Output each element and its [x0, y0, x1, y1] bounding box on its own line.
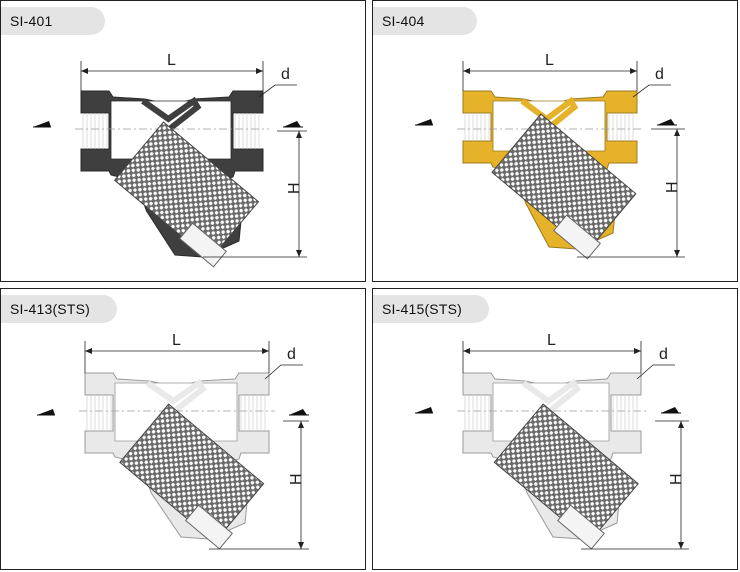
arrowhead-icon	[296, 250, 302, 257]
arrowhead-icon	[630, 68, 637, 74]
flow-arrow-icon	[657, 119, 675, 125]
arrowhead-icon	[81, 68, 88, 74]
arrowhead-icon	[298, 421, 304, 428]
model-tab: SI-401	[1, 7, 105, 35]
flow-arrow-icon	[33, 121, 51, 127]
model-tab: SI-404	[373, 7, 477, 35]
flow-arrow-icon	[415, 407, 433, 413]
flow-arrow-icon	[37, 409, 55, 415]
dim-label-h: H	[664, 181, 681, 193]
arrowhead-icon	[678, 542, 684, 549]
arrowhead-icon	[85, 348, 92, 354]
model-label: SI-413(STS)	[10, 301, 90, 317]
leader-d	[632, 84, 671, 98]
strainer-drawing: LdH	[37, 332, 309, 550]
arrowhead-icon	[298, 542, 304, 549]
dim-label-l: L	[172, 332, 181, 349]
arrowhead-icon	[674, 250, 680, 257]
arrowhead-icon	[256, 68, 263, 74]
model-tab: SI-415(STS)	[373, 295, 489, 323]
leader-d	[258, 84, 297, 98]
flow-arrow-icon	[283, 121, 301, 127]
dim-label-h: H	[286, 182, 303, 194]
dim-label-d: d	[281, 66, 290, 83]
model-label: SI-401	[10, 13, 53, 29]
dim-label-h: H	[288, 473, 305, 485]
arrowhead-icon	[678, 421, 684, 428]
flow-arrow-icon	[289, 409, 307, 415]
leader-d	[264, 364, 303, 380]
strainer-screen	[113, 121, 260, 261]
model-label: SI-415(STS)	[382, 301, 462, 317]
dim-label-l: L	[167, 52, 176, 69]
dim-label-d: d	[287, 346, 296, 363]
dim-label-l: L	[547, 332, 556, 349]
arrowhead-icon	[262, 348, 269, 354]
dim-label-d: d	[655, 66, 664, 83]
arrowhead-icon	[634, 348, 641, 354]
arrowhead-icon	[296, 131, 302, 138]
strainer-drawing: LdH	[415, 332, 689, 550]
model-tab: SI-413(STS)	[1, 295, 117, 323]
arrowhead-icon	[463, 348, 470, 354]
dim-label-h: H	[668, 473, 685, 485]
strainer-screen	[119, 403, 265, 543]
leader-d	[636, 364, 675, 380]
strainer-drawing: LdH	[33, 52, 307, 268]
flow-arrow-icon	[661, 407, 679, 413]
arrowhead-icon	[463, 68, 470, 74]
drain-plug	[557, 504, 605, 550]
drain-plug	[553, 214, 601, 260]
strainer-drawing: LdH	[415, 52, 685, 260]
flow-arrow-icon	[415, 119, 433, 125]
drain-plug	[185, 504, 233, 550]
arrowhead-icon	[674, 129, 680, 136]
dim-label-l: L	[545, 52, 554, 69]
strainer-screen	[491, 113, 637, 253]
model-label: SI-404	[382, 13, 425, 29]
drain-plug	[179, 222, 227, 268]
strainer-screen	[493, 403, 639, 543]
dim-label-d: d	[659, 346, 668, 363]
